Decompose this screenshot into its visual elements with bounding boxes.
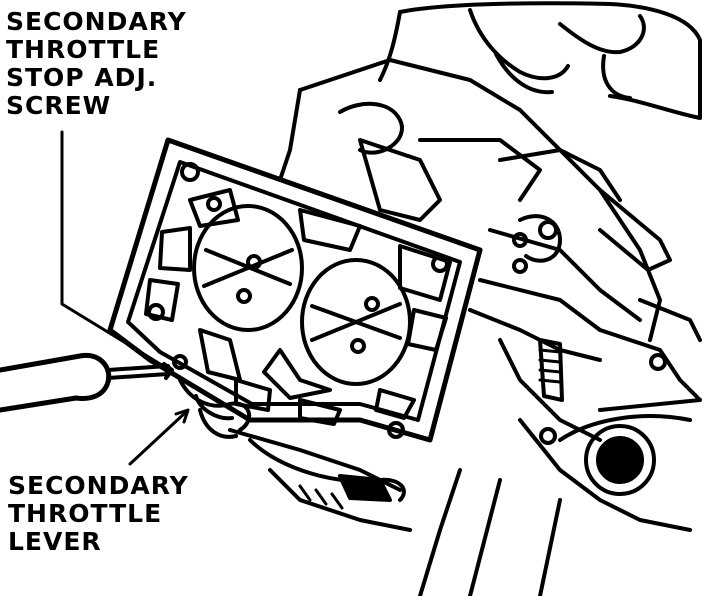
callout-line: THROTTLE [6,35,161,64]
callout-line: THROTTLE [8,499,163,528]
screwdriver [0,352,174,413]
stop-screw-leader-line [60,130,172,372]
callout-line: SECONDARY [8,471,189,500]
secondary-throttle-lever-callout: SECONDARY THROTTLE LEVER [8,472,189,556]
callout-line: SECONDARY [6,7,187,36]
throttle-body-plate [107,137,483,443]
callout-line: LEVER [8,527,102,556]
hand-drawing [378,1,702,120]
callout-line: SCREW [6,91,112,120]
callout-line: STOP ADJ. [6,63,158,92]
left-throttle-bore [192,204,304,332]
throttle-lever-leader-arrow [174,408,190,424]
throttle-linkage [178,378,412,532]
right-throttle-bore [300,258,412,386]
secondary-throttle-stop-screw-callout: SECONDARY THROTTLE STOP ADJ. SCREW [6,8,187,120]
carburetor-body [278,58,702,596]
throttle-lever-leader-line [128,410,188,466]
